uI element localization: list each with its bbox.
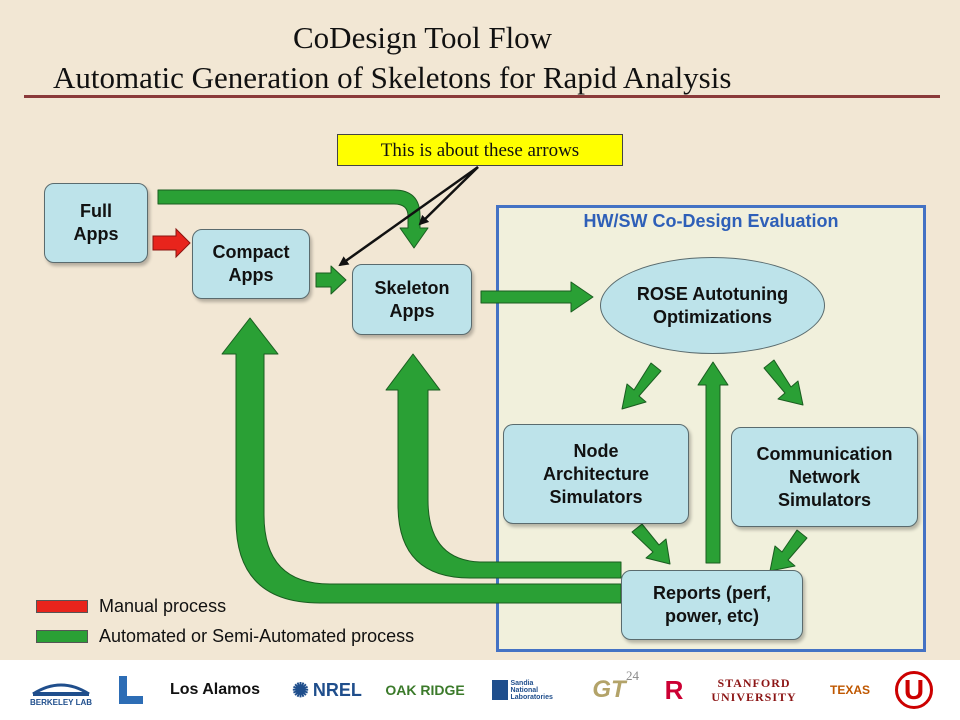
communication-network-box: Communication Network Simulators — [731, 427, 918, 527]
texas-logo: TEXAS — [822, 670, 878, 710]
nrel-logo: ✺ NREL — [284, 670, 370, 710]
georgia-tech-logo: GT — [585, 670, 633, 710]
doe-logo — [115, 670, 147, 710]
node-arch-label: Node Architecture Simulators — [542, 440, 650, 507]
skeleton-apps-label: Skeleton Apps — [374, 277, 450, 321]
callout-note: This is about these arrows — [337, 134, 623, 166]
sandia-text: Sandia National Laboratories — [510, 679, 553, 701]
utah-text: U — [895, 671, 933, 709]
arrow-reports-to-skeleton — [385, 353, 622, 579]
los-alamos-logo: Los Alamos — [162, 670, 268, 710]
arrow-reports-to-compact — [221, 317, 622, 604]
berkeley-lab-text: BERKELEY LAB — [29, 697, 93, 707]
arrow-reports-to-rose — [697, 361, 729, 564]
sandia-icon — [491, 680, 508, 700]
berkeley-lab-logo: BERKELEY LAB — [22, 670, 100, 710]
arrow-full-to-skeleton — [157, 189, 429, 249]
legend-automated-label: Automated or Semi-Automated process — [99, 626, 415, 646]
reports-label: Reports (perf, power, etc) — [652, 583, 771, 626]
rutgers-text: R — [664, 674, 684, 705]
legend-manual-swatch — [36, 600, 88, 613]
georgia-tech-text: GT — [592, 676, 626, 703]
skeleton-apps-box: Skeleton Apps — [352, 264, 472, 335]
rose-autotuning-ellipse: ROSE Autotuning Optimizations — [600, 257, 825, 354]
title-line-2: Automatic Generation of Skeletons for Ra… — [53, 60, 732, 95]
arrow-rose-to-node — [621, 362, 662, 410]
title-divider — [24, 95, 940, 98]
footer-logo-bar — [0, 660, 960, 720]
oak-ridge-logo: OAK RIDGE — [385, 670, 465, 710]
oak-ridge-text: OAK RIDGE — [385, 682, 465, 698]
utah-logo: U — [890, 670, 938, 710]
arrow-skeleton-to-rose — [480, 281, 594, 313]
texas-text: TEXAS — [829, 683, 870, 697]
sandia-logo: Sandia National Laboratories — [490, 670, 553, 710]
callout-pointer-1 — [418, 166, 479, 226]
berkeley-lab-icon — [32, 683, 90, 696]
panel-title: HW/SW Co-Design Evaluation — [583, 211, 839, 231]
legend-manual-label: Manual process — [99, 596, 227, 616]
compact-apps-box: Compact Apps — [192, 229, 310, 299]
arrow-compact-to-skeleton — [315, 265, 347, 295]
node-architecture-box: Node Architecture Simulators — [503, 424, 689, 524]
stanford-logo: STANFORD UNIVERSITY — [704, 670, 804, 710]
arrow-comm-to-reports — [769, 529, 808, 572]
title-line-1: CoDesign Tool Flow — [293, 20, 553, 55]
arrow-full-to-compact — [152, 227, 191, 259]
stanford-text: STANFORD UNIVERSITY — [711, 676, 797, 704]
rose-label: ROSE Autotuning Optimizations — [636, 283, 789, 327]
legend-automated-swatch — [36, 630, 88, 643]
nrel-text: NREL — [312, 679, 362, 700]
arrow-rose-to-comm — [763, 359, 804, 406]
reports-box: Reports (perf, power, etc) — [621, 570, 803, 640]
arrow-node-to-reports — [631, 523, 671, 565]
callout-pointer-2 — [338, 165, 479, 267]
comm-net-label: Communication Network Simulators — [756, 443, 893, 510]
full-apps-box: Full Apps — [44, 183, 148, 263]
nrel-icon: ✺ — [292, 679, 309, 702]
page-number: 24 — [626, 668, 639, 683]
compact-apps-label: Compact Apps — [212, 242, 290, 285]
los-alamos-text: Los Alamos — [169, 681, 261, 698]
rutgers-logo: R — [658, 670, 690, 710]
full-apps-label: Full Apps — [73, 201, 119, 244]
doe-icon — [119, 676, 143, 704]
